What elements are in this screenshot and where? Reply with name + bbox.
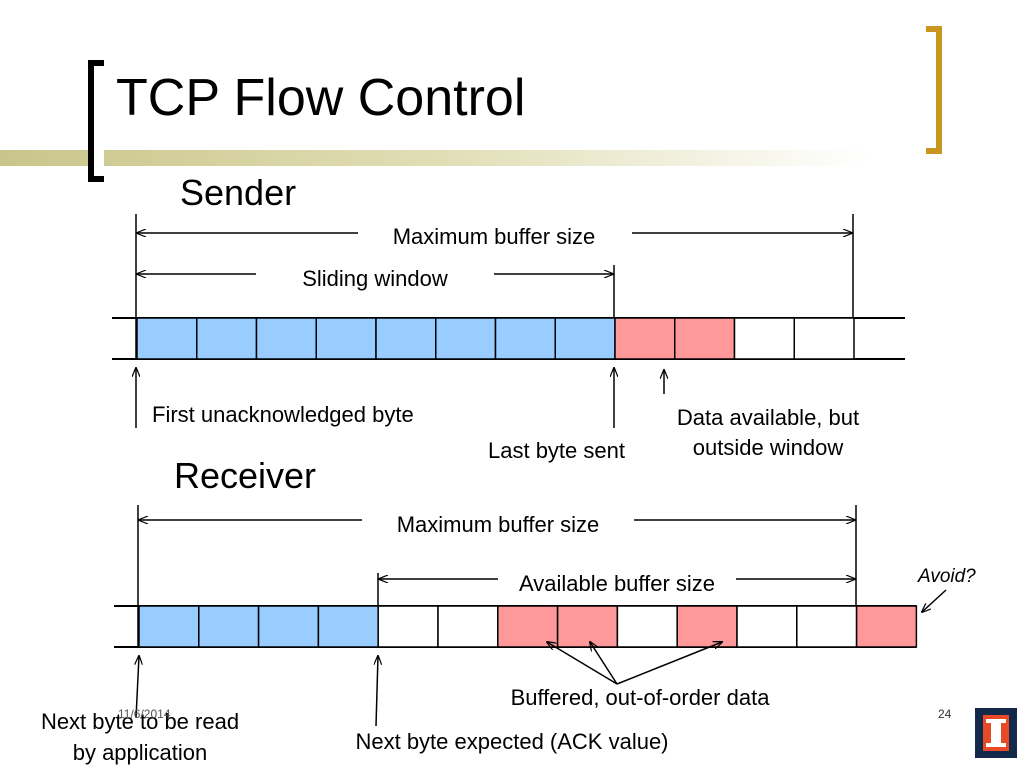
receiver-cell-ooo (855, 605, 918, 648)
receiver-cell-read (198, 605, 260, 648)
sender-outside-window-label-line1: Data available, but (677, 405, 859, 430)
receiver-cell-empty (437, 605, 499, 648)
receiver-heading: Receiver (174, 455, 316, 496)
receiver-cell-empty (736, 605, 798, 648)
sender-cell-pending (674, 317, 736, 360)
sender-cell-sent (255, 317, 317, 360)
receiver-next-read-label-line1: Next byte to be read (41, 709, 239, 734)
sender-cell-sent (435, 317, 497, 360)
sender-first-unacked-label: First unacknowledged byte (152, 402, 414, 427)
receiver-cell-empty (377, 605, 439, 648)
slide-title: TCP Flow Control (116, 69, 526, 127)
receiver-next-read-pointer (136, 656, 139, 719)
receiver-cell-read (317, 605, 379, 648)
receiver-cell-read (257, 605, 320, 648)
sender-cell-sent (196, 317, 258, 360)
receiver-next-expected-pointer (376, 656, 378, 727)
receiver-ooo-pointer-2 (590, 642, 618, 685)
sender-cell-sent (375, 317, 437, 360)
sender-cell-sent (136, 317, 198, 360)
receiver-max-buffer-label: Maximum buffer size (397, 512, 600, 537)
sender-heading: Sender (180, 172, 296, 213)
receiver-available-buffer-label: Available buffer size (519, 571, 715, 596)
footer-date: 11/6/2014 (118, 707, 171, 721)
receiver-next-expected-label: Next byte expected (ACK value) (355, 729, 668, 754)
receiver-avoid-label: Avoid? (917, 566, 976, 587)
sender-cell-empty (793, 317, 855, 360)
sender-cell-pending (614, 317, 676, 360)
sender-sliding-window-label: Sliding window (302, 266, 448, 291)
sender-buffer-cells (136, 317, 855, 360)
sender-last-sent-label: Last byte sent (488, 438, 625, 463)
sender-outside-window-label-line2: outside window (693, 435, 844, 460)
sender-cell-sent (315, 317, 377, 360)
left-bracket-decoration (88, 60, 104, 182)
sender-cell-sent (494, 317, 556, 360)
title-accent-bar (0, 150, 1024, 166)
block-i-icon (983, 715, 1009, 751)
receiver-ooo-pointer-3 (616, 642, 722, 685)
receiver-cell-read (138, 605, 200, 648)
receiver-next-read-label-line2: by application (73, 740, 208, 765)
receiver-buffer-cells (138, 605, 918, 648)
right-bracket-decoration (926, 26, 942, 154)
sender-cell-sent (554, 317, 616, 360)
receiver-cell-ooo (556, 605, 619, 648)
university-logo (975, 708, 1017, 758)
receiver-cell-ooo (497, 605, 559, 648)
receiver-ooo-pointer-1 (547, 642, 618, 685)
receiver-avoid-pointer (922, 589, 947, 612)
receiver-out-of-order-label: Buffered, out-of-order data (511, 685, 771, 710)
footer-page-number: 24 (938, 707, 952, 721)
receiver-cell-ooo (676, 605, 738, 648)
sender-cell-empty (733, 317, 795, 360)
receiver-cell-empty (616, 605, 678, 648)
sender-max-buffer-label: Maximum buffer size (393, 224, 596, 249)
receiver-cell-empty (796, 605, 858, 648)
